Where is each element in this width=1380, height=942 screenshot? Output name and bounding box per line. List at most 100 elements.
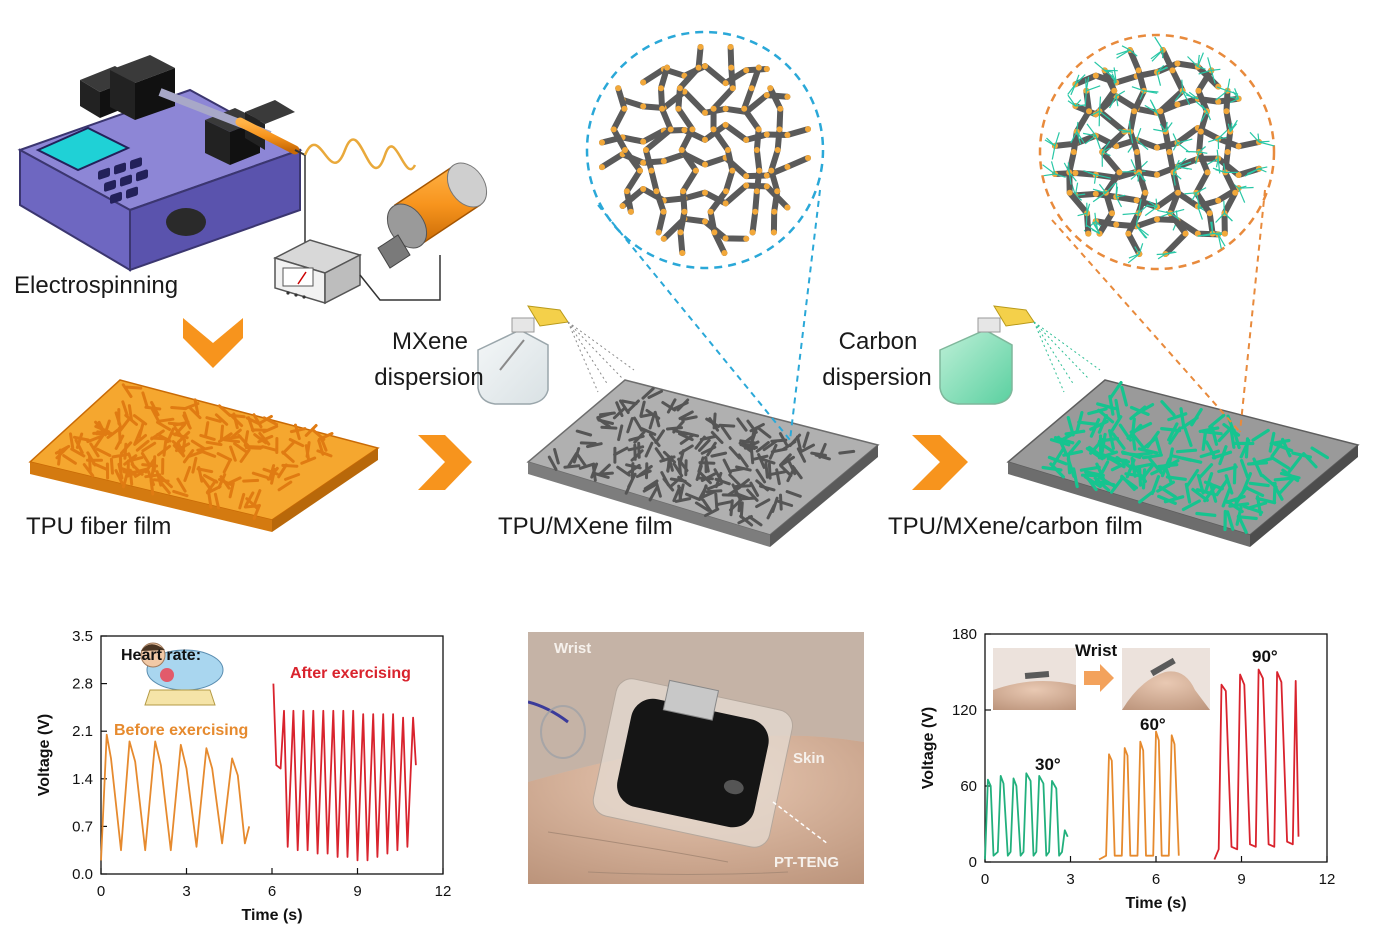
fiber-mark [253,433,268,445]
mxene-flake [681,127,688,133]
mxene-flake [659,105,666,112]
x-tick-label: 3 [1066,871,1074,888]
carbon-branch [1156,71,1162,86]
fiber-mark [838,449,856,455]
carbon-branch [1086,123,1097,137]
carbon-branch [1136,225,1147,239]
mxene-flake [710,105,717,112]
fiber-mark [718,423,736,428]
fiber-mark [1181,499,1201,511]
mxene-flake [724,147,731,153]
fiber-mark [156,420,172,431]
fiber-mark [243,504,261,509]
mxene-flake [664,64,671,71]
x-tick-label: 0 [97,883,105,900]
fiber-mark [1083,473,1098,492]
fiber-mark [712,412,717,430]
fiber-mark [1167,422,1179,442]
carbon-branch [1127,253,1140,264]
fiber-mark [654,447,666,462]
fiber-mark [654,429,665,444]
carbon-branch [1195,101,1208,112]
fiber-mark [617,424,624,442]
carbon-branch [1104,69,1114,78]
fiber-mark [226,476,242,486]
carbon-branch [1113,67,1117,83]
mxene-flake [710,126,717,133]
carbon-branch [1223,200,1226,214]
fiber-mark [93,434,104,450]
series-line-1 [272,683,417,862]
mxene-flake [1086,108,1092,115]
tpu-mxene-carbon-film-label: TPU/MXene/carbon film [888,513,1143,540]
carbon-branch [1196,187,1207,194]
y-tick-label: 0.7 [72,818,93,835]
carbon-branch [1146,204,1158,208]
carbon-branch [1068,172,1072,185]
mxene-flake [707,208,714,215]
fiber-mark [638,464,653,477]
mxene-flake [681,208,688,215]
fiber-mark [787,459,797,476]
fiber-mark [666,398,677,414]
carbon-branch [1129,49,1138,57]
fiber-mark [109,457,114,475]
carbon-branch [1144,104,1158,114]
electrospinning-machine [17,55,306,272]
fiber-mark [738,441,753,453]
fiber-mark [1141,453,1163,460]
fiber-mark [678,410,694,420]
carbon-branch [1076,131,1082,145]
mxene-flake [771,208,778,215]
fiber-mark [1236,515,1258,521]
fiber-mark [117,426,122,444]
carbon-branch [1238,185,1247,189]
fiber-mark [1279,471,1301,480]
fiber-mark [597,471,614,476]
mxene-flake [660,235,667,242]
right-chevron-2 [912,435,968,490]
device-photo: Wrist Skin PT-TENG [528,632,864,884]
mxene-flake [1109,210,1115,217]
fiber-mark [95,447,112,457]
fiber-mark [600,425,618,430]
mxene-flake [743,67,750,74]
fiber-mark [1160,427,1182,433]
fiber-mark [1272,481,1277,504]
carbon-branch [1074,182,1079,196]
x-tick-label: 6 [1152,871,1160,888]
mxene-flake [1066,189,1073,196]
fiber-mark [714,471,723,489]
carbon-branch [1118,129,1131,133]
mxene-flake [1133,197,1140,204]
carbon-branch [1170,208,1185,214]
chart1-series-label-before: Before exercising [114,722,248,739]
fiber-mark [701,498,713,514]
carbon-branch [1043,173,1056,177]
mxene-flake [763,92,770,99]
carbon-branch [1181,79,1184,91]
mxene-flake [763,131,770,138]
carbon-branch [1115,96,1119,107]
mxene-flake [1125,230,1132,237]
carbon-branch [1258,168,1267,173]
fiber-mark [1278,477,1295,494]
fiber-mark [672,401,689,411]
carbon-branch [1070,84,1076,96]
fiber-mark [94,425,111,434]
fiber-mark [1201,429,1208,451]
carbon-branch [1086,85,1101,92]
carbon-branch [1042,164,1056,175]
fiber-mark [86,451,97,467]
mxene-flake [743,182,750,189]
fiber-mark [1225,495,1246,504]
fiber-mark [130,462,144,476]
carbon-zoom-callout [1038,33,1276,433]
mxene-flake [743,235,750,242]
fiber-mark [626,417,634,434]
series-line-0 [100,733,251,861]
carbon-branch [1216,149,1219,159]
mxene-flake [1085,230,1092,237]
mxene-flake [784,163,791,170]
fiber-mark [205,479,218,494]
